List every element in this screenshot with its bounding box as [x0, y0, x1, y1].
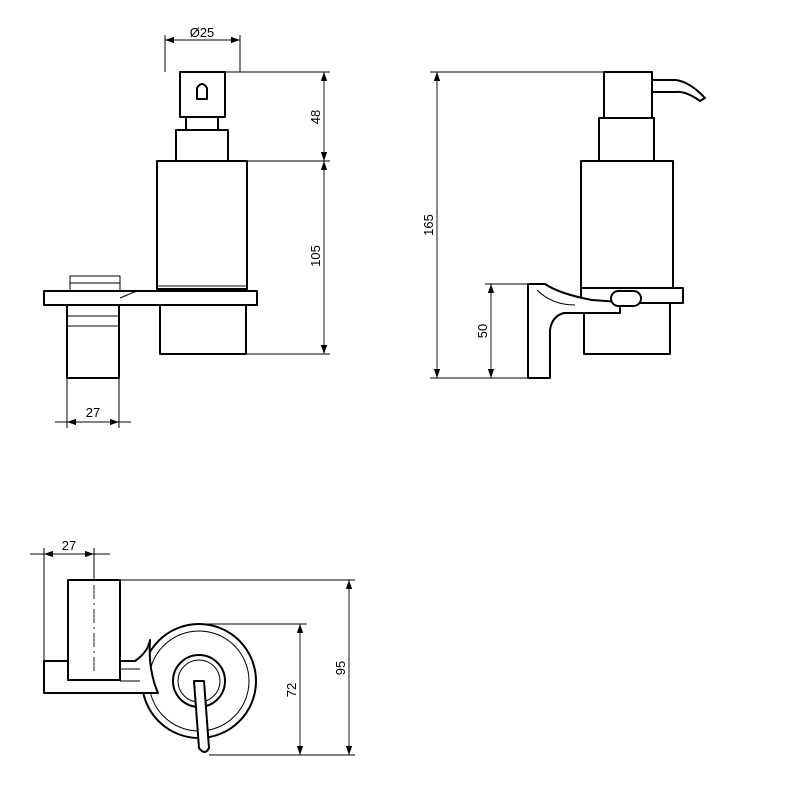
dim-label-72: 72: [284, 683, 299, 697]
dimension-bracket-50: 50: [475, 283, 528, 378]
dim-label-165: 165: [421, 214, 436, 236]
dimension-depth-95: 95: [120, 579, 355, 756]
front-cup: [159, 304, 247, 355]
dimension-bottle-105: 105: [246, 161, 330, 355]
front-bracket-plate: [43, 290, 258, 306]
dimension-diameter-25: Ø25: [164, 25, 241, 72]
dim-label-diameter: Ø25: [190, 25, 215, 40]
front-view: Ø25 48 105 27: [43, 25, 330, 428]
top-lever: [193, 680, 210, 753]
top-view: 27 72 95: [30, 538, 355, 756]
dim-label-27-top: 27: [62, 538, 76, 553]
front-wall-block: [66, 304, 120, 379]
side-view: 165 50: [421, 71, 706, 379]
side-wall-bracket: [527, 283, 621, 379]
dimension-ring-72: 72: [199, 623, 307, 756]
dimension-top-27: 27: [30, 538, 110, 661]
release-button: [610, 290, 642, 307]
nozzle-icon: [196, 83, 208, 100]
spout-icon: [651, 79, 706, 102]
front-pump-neck: [175, 129, 229, 162]
front-bottle: [156, 160, 248, 290]
dimension-pump-48: 48: [225, 71, 330, 162]
side-pump-neck: [598, 117, 655, 162]
dim-label-50: 50: [475, 324, 490, 338]
dimension-bracket-27: 27: [55, 378, 131, 428]
dim-label-105: 105: [308, 245, 323, 267]
dimension-total-165: 165: [421, 71, 604, 379]
dim-label-48: 48: [308, 110, 323, 124]
dim-label-27-front: 27: [86, 405, 100, 420]
dim-label-95: 95: [333, 661, 348, 675]
side-bottle: [580, 160, 674, 289]
side-pump-head: [603, 71, 653, 119]
